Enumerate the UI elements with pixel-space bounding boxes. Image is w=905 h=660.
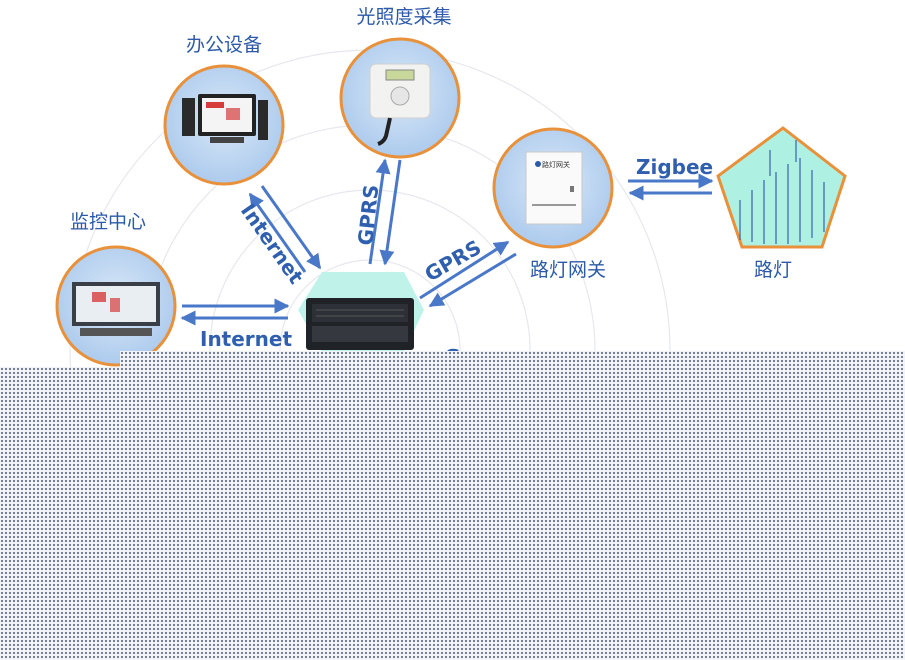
monitoring-center-node: 监控中心 xyxy=(55,211,177,367)
office-equipment-node: 办公设备 xyxy=(163,34,285,186)
light-sensor-node: 光照度采集 xyxy=(339,6,461,159)
monitor-internet-label: Internet xyxy=(200,327,292,351)
office-equipment-label: 办公设备 xyxy=(186,34,262,56)
server-rack-icon xyxy=(306,298,414,350)
gateway-panel-title: 路灯网关 xyxy=(542,160,570,169)
arrow-gateway-to-server xyxy=(428,252,517,308)
dotted-mask-lower xyxy=(0,367,905,660)
gateway-box-icon: 路灯网关 xyxy=(525,151,583,225)
office-internet-label: Internet xyxy=(236,199,309,289)
streetlight-label: 路灯 xyxy=(754,259,792,281)
arrow-sensor-to-server xyxy=(379,159,402,266)
streetlight-node: 路灯 xyxy=(716,126,847,281)
gateway-node: 路灯网关 路灯网关 xyxy=(492,127,614,281)
arrow-server-to-gateway xyxy=(419,240,510,300)
gateway-label: 路灯网关 xyxy=(530,259,606,281)
arrow-server-to-office xyxy=(248,192,307,273)
light-sensor-label: 光照度采集 xyxy=(356,6,451,28)
connection-arrows xyxy=(180,158,714,326)
light-sensor-icon xyxy=(369,63,431,146)
monitor-wall-icon xyxy=(72,282,160,336)
sensor-gprs-label: GPRS xyxy=(353,183,383,246)
streetlight-poles-icon xyxy=(739,140,825,244)
desktop-computer-icon xyxy=(182,94,268,143)
arrow-server-to-sensor xyxy=(368,158,391,265)
arrow-office-to-server xyxy=(260,185,322,270)
server-node xyxy=(298,272,424,352)
monitoring-center-label: 监控中心 xyxy=(70,211,146,233)
zigbee-label: Zigbee xyxy=(636,155,713,179)
